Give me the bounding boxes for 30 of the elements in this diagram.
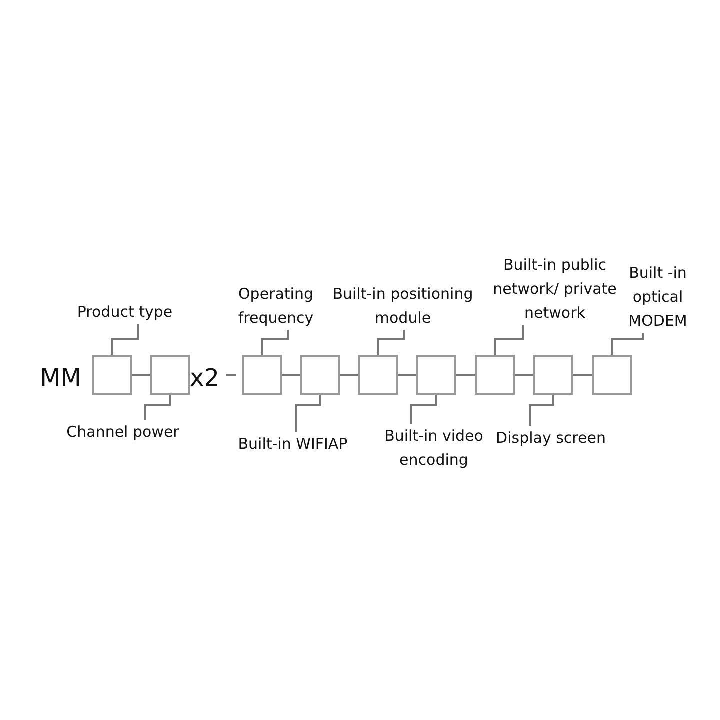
leader-line bbox=[377, 330, 405, 355]
connector-dash bbox=[132, 374, 150, 376]
connector-dash bbox=[515, 374, 533, 376]
code-box bbox=[416, 355, 456, 395]
leader-line bbox=[529, 395, 554, 426]
connector-dash bbox=[456, 374, 475, 376]
callout-label: Built-in WIFIAP bbox=[223, 432, 363, 456]
code-box bbox=[242, 355, 282, 395]
code-prefix: MM bbox=[40, 364, 82, 392]
leader-line bbox=[295, 395, 321, 432]
connector-dash bbox=[340, 374, 358, 376]
leader-line bbox=[261, 330, 289, 355]
leader-line bbox=[611, 333, 644, 355]
code-box bbox=[300, 355, 340, 395]
multiplier-text: x2 bbox=[190, 364, 220, 392]
callout-label: Product type bbox=[60, 300, 190, 324]
leader-line bbox=[494, 325, 524, 355]
leader-line bbox=[144, 395, 171, 420]
code-box bbox=[92, 355, 132, 395]
connector-dash bbox=[398, 374, 416, 376]
connector-dash bbox=[573, 374, 592, 376]
code-box bbox=[150, 355, 190, 395]
code-box bbox=[358, 355, 398, 395]
connector-dash bbox=[282, 374, 300, 376]
code-box bbox=[475, 355, 515, 395]
code-box bbox=[592, 355, 632, 395]
callout-label: Channel power bbox=[53, 420, 193, 444]
leader-line bbox=[410, 395, 437, 424]
code-box bbox=[533, 355, 573, 395]
leader-line bbox=[111, 324, 139, 355]
